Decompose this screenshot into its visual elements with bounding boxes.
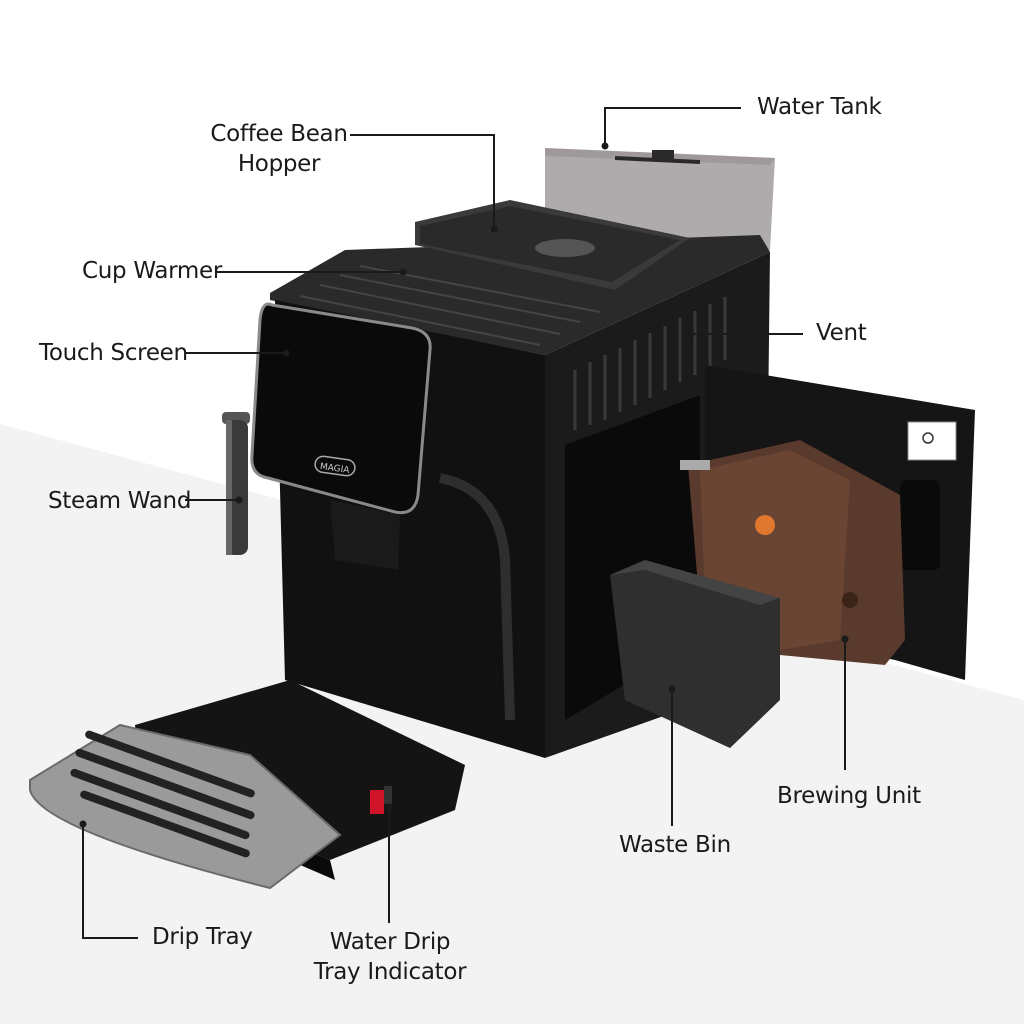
leader-touch-screen bbox=[186, 349, 290, 357]
steam-wand-shape bbox=[222, 412, 250, 555]
coffee-spout bbox=[330, 473, 515, 721]
label-coffee-bean-hopper-line2: Hopper bbox=[237, 151, 321, 177]
label-steam-wand: Steam Wand bbox=[48, 488, 192, 514]
leader-vent bbox=[687, 330, 803, 338]
label-cup-warmer: Cup Warmer bbox=[82, 258, 222, 284]
label-vent: Vent bbox=[816, 320, 867, 346]
label-drip-tray: Drip Tray bbox=[152, 924, 253, 950]
leader-drip-tray bbox=[79, 820, 138, 939]
leader-coffee-bean-hopper bbox=[350, 134, 498, 233]
label-coffee-bean-hopper-line1: Coffee Bean bbox=[210, 121, 348, 147]
label-touch-screen: Touch Screen bbox=[39, 340, 188, 366]
label-water-tank: Water Tank bbox=[757, 94, 882, 120]
drip-tray-shape bbox=[29, 680, 465, 890]
touch-screen-panel bbox=[250, 302, 432, 515]
leader-brewing-unit bbox=[841, 635, 849, 770]
leader-waste-bin bbox=[668, 685, 676, 826]
brand-logo: MAGIA bbox=[319, 462, 350, 476]
leader-steam-wand bbox=[185, 496, 243, 504]
leader-cup-warmer bbox=[217, 268, 407, 276]
label-water-drip-line2: Tray Indicator bbox=[313, 959, 467, 985]
label-brewing-unit: Brewing Unit bbox=[777, 783, 921, 809]
label-waste-bin: Waste Bin bbox=[619, 832, 731, 858]
bean-hopper-shape bbox=[415, 200, 690, 290]
leader-water-tank bbox=[601, 107, 741, 150]
waste-bin-shape bbox=[610, 560, 780, 748]
leader-water-drip-indicator bbox=[385, 803, 393, 923]
label-water-drip-line1: Water Drip bbox=[329, 929, 451, 955]
